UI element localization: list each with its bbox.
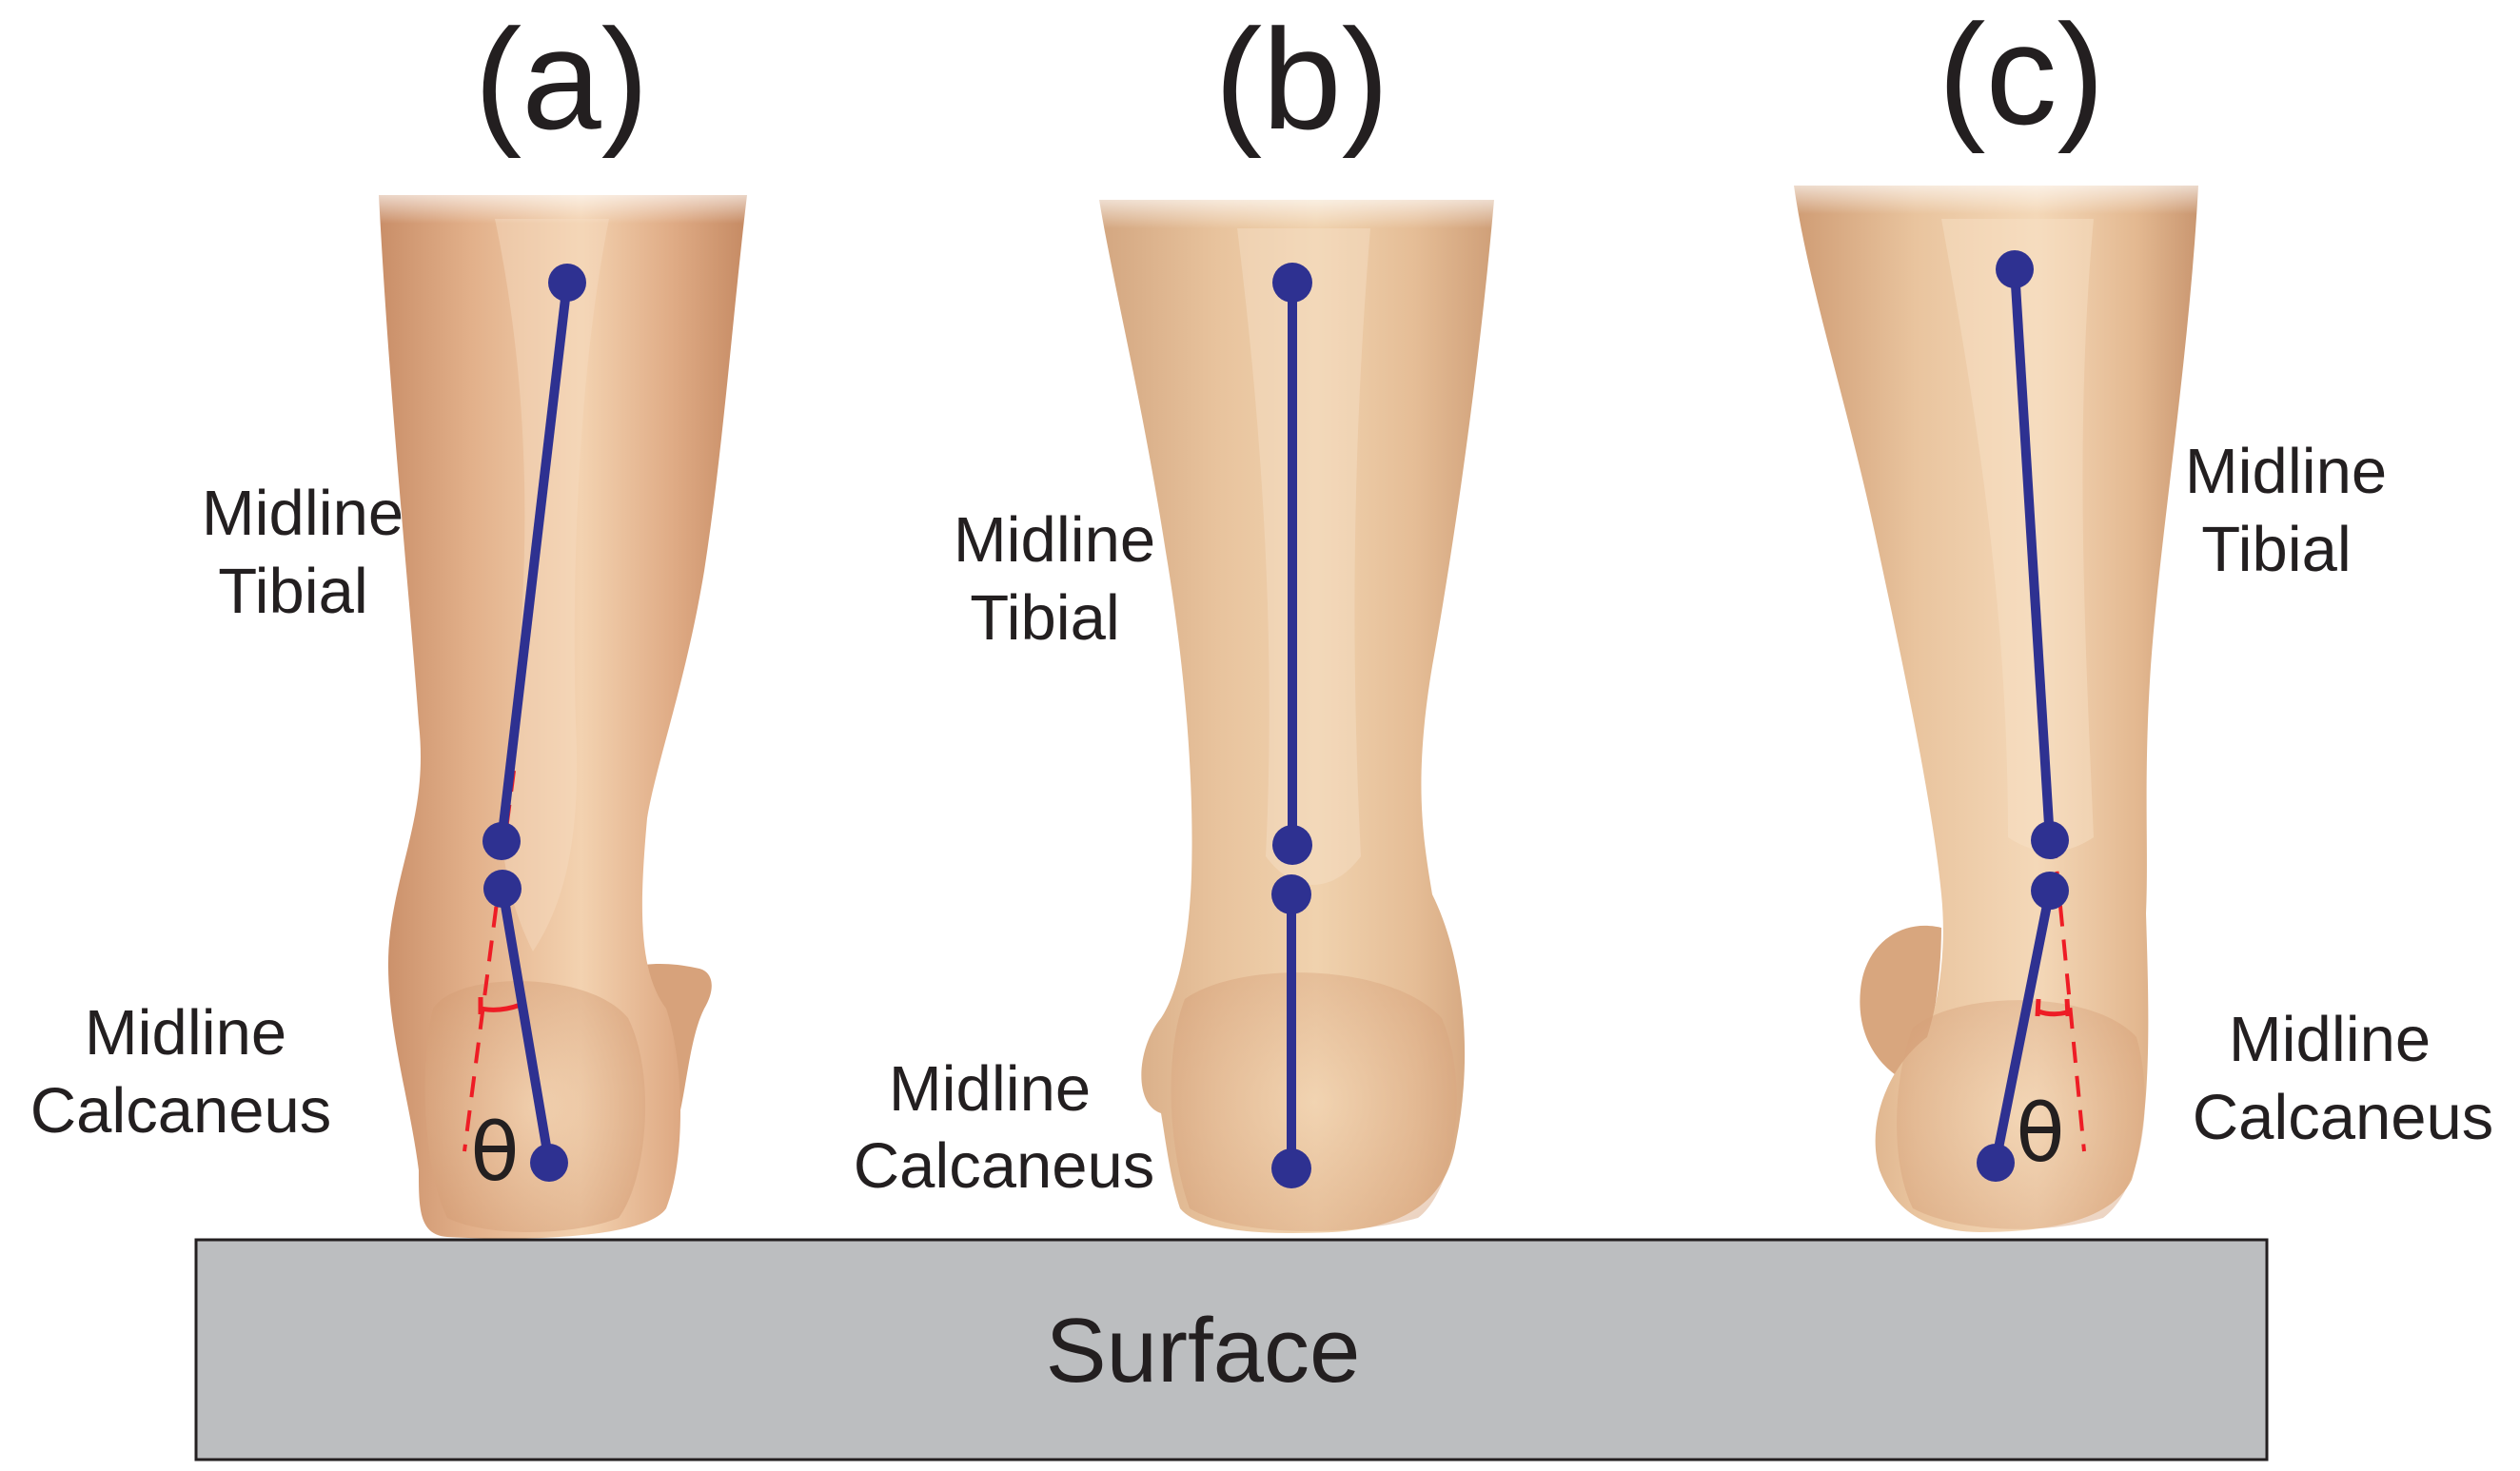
- tibial-top-point-a: [548, 264, 586, 302]
- angle-tick-c2: [2064, 998, 2071, 1017]
- calcaneus-bottom-point-c: [1977, 1144, 2015, 1182]
- angle-arc-a: [480, 1002, 522, 1012]
- angle-theta-a: θ: [470, 1106, 519, 1199]
- midline-tibial-c: [2010, 268, 2055, 841]
- calcaneus-top-point-a: [483, 870, 522, 908]
- leg-c-top-fade: [1789, 176, 2203, 214]
- tibial-top-point-c: [1996, 250, 2034, 288]
- midline-tibial-a: [497, 282, 572, 842]
- calcaneus-bottom-point-b: [1271, 1148, 1311, 1188]
- leg-a-highlight: [495, 219, 609, 951]
- tibial-label-a-line2: Tibial: [218, 556, 368, 627]
- tibial-bottom-point-a: [482, 822, 521, 860]
- angle-arc-c: [2038, 1009, 2068, 1017]
- angle-theta-c: θ: [2016, 1087, 2064, 1180]
- surface-label: Surface: [1046, 1300, 1361, 1402]
- midline-calcaneus-a: [498, 888, 554, 1164]
- surface: Surface: [194, 1238, 2269, 1461]
- panel-c-letter: (c): [1939, 0, 2105, 154]
- leg-c-shape: [1794, 186, 2198, 1232]
- calcaneus-top-point-c: [2031, 872, 2069, 910]
- calcaneus-bottom-point-a: [530, 1144, 568, 1182]
- leg-a-shape: [379, 195, 747, 1239]
- tibial-bottom-point-b: [1272, 825, 1312, 865]
- calcaneus-label-c-line2: Calcaneus: [2193, 1082, 2494, 1153]
- panel-b-letter: (b): [1214, 0, 1388, 159]
- tibial-label-c-line1: Midline: [2185, 436, 2387, 507]
- calcaneus-top-point-b: [1271, 874, 1311, 914]
- leg-b-top-fade: [1094, 190, 1499, 228]
- tibial-bottom-point-c: [2031, 821, 2069, 859]
- leg-b-highlight: [1237, 228, 1370, 885]
- tibial-label-a-line1: Midline: [202, 478, 404, 549]
- surface-block: [194, 1238, 2269, 1461]
- calcaneus-label-a-line2: Calcaneus: [30, 1075, 332, 1147]
- midline-calcaneus-c: [1991, 890, 2055, 1164]
- leg-c-highlight: [1941, 219, 2094, 852]
- panel-c: (c) θ Midline Tibial Midline Calcaneus: [1789, 0, 2493, 1232]
- panel-b: (b) Midline Tibial Midline Calcaneus: [854, 0, 1499, 1233]
- calcaneus-label-b-line1: Midline: [889, 1053, 1091, 1125]
- leg-c-illustration: [1789, 176, 2203, 1232]
- calcaneus-reference-line-a: [463, 770, 516, 1152]
- tibial-label-c-line2: Tibial: [2201, 514, 2352, 585]
- leg-a-top-fade: [376, 186, 752, 224]
- heel-b-shading: [1171, 972, 1457, 1231]
- calcaneus-label-a-line1: Midline: [85, 997, 286, 1069]
- panel-a-letter: (a): [474, 0, 648, 159]
- heel-c-shading: [1897, 1000, 2145, 1229]
- tibial-top-point-b: [1272, 263, 1312, 303]
- tibial-label-b-line1: Midline: [954, 504, 1155, 576]
- tibial-label-b-line2: Tibial: [970, 582, 1120, 654]
- calcaneus-label-b-line2: Calcaneus: [854, 1130, 1155, 1202]
- panel-a: (a) θ Midline Tibial Midline Calcaneus: [30, 0, 752, 1239]
- calcaneus-label-c-line1: Midline: [2229, 1004, 2431, 1075]
